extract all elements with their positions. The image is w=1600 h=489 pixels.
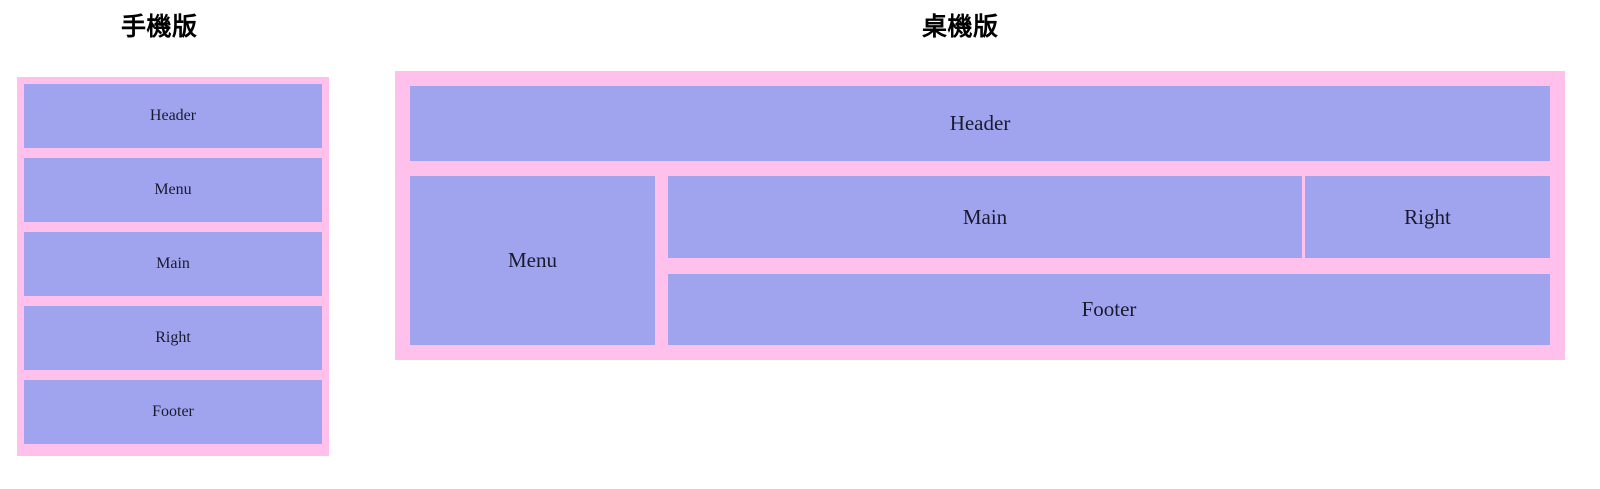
mobile-region-footer-label: Footer: [152, 403, 194, 420]
desktop-region-main: Main: [668, 176, 1302, 258]
mobile-region-menu-label: Menu: [154, 181, 192, 198]
mobile-section-title: 手機版: [121, 13, 198, 41]
mobile-region-header-label: Header: [149, 107, 197, 124]
desktop-region-right-label: Right: [1404, 204, 1451, 229]
mobile-region-header: Header: [24, 84, 322, 148]
mobile-region-footer: Footer: [24, 380, 322, 444]
mobile-region-main: Main: [24, 232, 322, 296]
desktop-region-footer-label: Footer: [1081, 297, 1137, 321]
desktop-region-header: Header: [410, 86, 1550, 161]
desktop-region-footer: Footer: [668, 274, 1550, 345]
desktop-layout-frame: Header Menu Main Right Footer: [395, 71, 1565, 360]
mobile-region-right-label: Right: [155, 329, 191, 346]
mobile-layout-frame: Header Menu Main Right Footer: [17, 77, 329, 456]
desktop-region-right: Right: [1305, 176, 1550, 258]
desktop-region-header-label: Header: [949, 111, 1011, 135]
mobile-region-main-label: Main: [156, 255, 190, 272]
desktop-region-menu-label: Menu: [508, 248, 557, 272]
mobile-region-right: Right: [24, 306, 322, 370]
desktop-region-main-label: Main: [962, 204, 1008, 229]
mobile-region-menu: Menu: [24, 158, 322, 222]
desktop-region-menu: Menu: [410, 176, 655, 345]
desktop-section-title: 桌機版: [922, 13, 999, 41]
